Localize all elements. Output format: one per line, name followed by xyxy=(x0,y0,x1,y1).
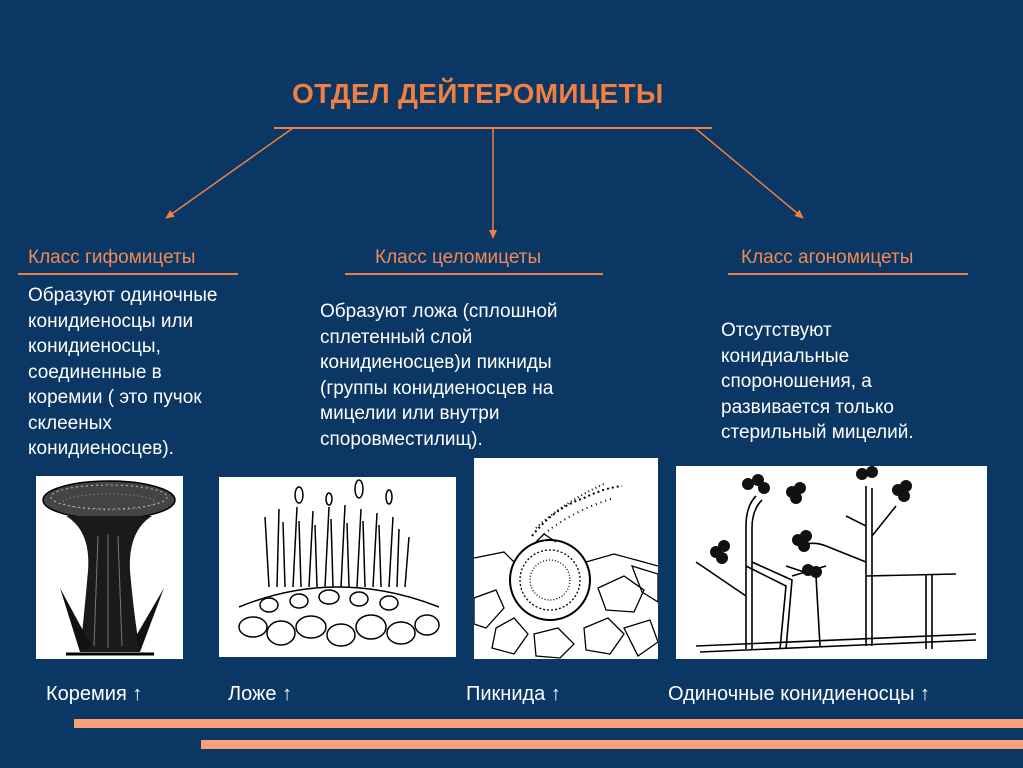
caption-coremium: Коремия ↑ xyxy=(46,683,143,705)
description-line: споровместилищ). xyxy=(320,428,483,450)
description-line: мицелии или внутри xyxy=(320,403,500,424)
caption-conidiophores: Одиночные конидиеносцы ↑ xyxy=(668,683,931,705)
description-line: Образуют одиночные xyxy=(28,285,218,306)
slide-title: ОТДЕЛ ДЕЙТЕРОМИЦЕТЫ xyxy=(292,78,664,109)
class-heading-coelomycetes: Класс целомицеты xyxy=(375,247,542,268)
description-line: соединенные в xyxy=(28,361,162,383)
description-line: склееных xyxy=(28,412,112,434)
description-line: конидиеносцев). xyxy=(28,438,174,459)
description-line: конидиеносцев)и пикниды xyxy=(320,352,552,373)
description-line: Образуют ложа (сплошной xyxy=(320,301,558,322)
conidiophores-illustration xyxy=(676,466,987,659)
acervulus-illustration xyxy=(219,477,456,657)
class-heading-rule xyxy=(18,273,238,275)
description-line: (группы конидиеносцев на xyxy=(320,377,554,399)
description-agonomycetes: Отсутствуют конидиальные спороношения, а… xyxy=(721,318,914,446)
class-heading-agonomycetes: Класс агономицеты xyxy=(741,247,914,268)
description-line: конидиеносцы, xyxy=(28,336,161,357)
arrow-right xyxy=(694,127,804,219)
description-coelomycetes: Образуют ложа (сплошной сплетенный слой … xyxy=(320,299,558,452)
description-line: стерильный мицелий. xyxy=(721,422,914,443)
description-line: сплетенный слой xyxy=(320,326,473,348)
description-line: спороношения, а xyxy=(721,371,872,392)
class-heading-rule xyxy=(728,273,968,275)
arrow-left xyxy=(165,127,294,219)
description-line: конидиеносцы или xyxy=(28,310,194,332)
decorative-bar-top xyxy=(74,719,1023,728)
description-line: конидиальные xyxy=(721,345,850,367)
decorative-bar-bottom xyxy=(201,740,1023,749)
coremium-illustration xyxy=(36,476,183,659)
description-hyphomycetes: Образуют одиночные конидиеносцы или кони… xyxy=(28,283,218,462)
description-line: развивается только xyxy=(721,396,894,418)
pycnidium-illustration xyxy=(474,458,658,659)
description-line: Отсутствуют xyxy=(721,320,832,341)
class-heading-rule xyxy=(345,273,603,275)
caption-acervulus: Ложе ↑ xyxy=(228,683,293,705)
description-line: коремии ( это пучок xyxy=(28,387,202,408)
class-heading-hyphomycetes: Класс гифомицеты xyxy=(28,247,196,268)
caption-pycnidium: Пикнида ↑ xyxy=(466,683,561,705)
